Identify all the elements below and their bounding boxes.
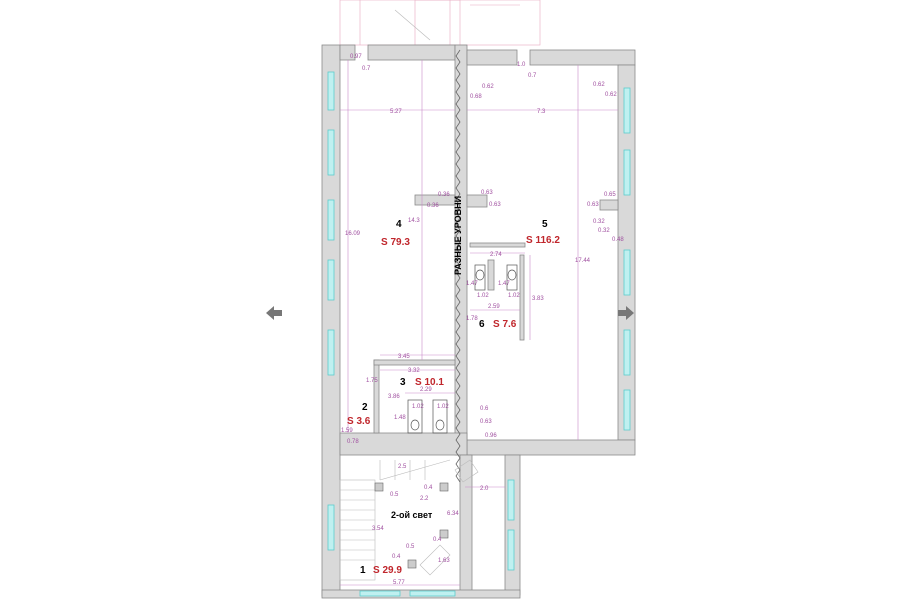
dim-label: 0.5 (390, 492, 399, 498)
dim-label: 0.7 (362, 66, 371, 72)
dim-label: 1.47 (466, 281, 478, 287)
dim-label: 3.83 (532, 296, 544, 302)
dim-label: 2.2 (420, 496, 429, 502)
level-break-line (455, 49, 461, 483)
dim-label: 0.4 (392, 554, 401, 560)
dim-label: 0.48 (612, 237, 624, 243)
room-6-number: 6 (479, 319, 485, 330)
room-2-number: 2 (362, 402, 368, 413)
dim-label: 0.36 (438, 192, 450, 198)
arrow-left-icon (266, 306, 282, 320)
dim-label: 1.02 (508, 293, 520, 299)
dim-label: 7.3 (537, 109, 546, 115)
dim-label: 0.63 (481, 190, 493, 196)
dim-label: 5.77 (393, 580, 405, 586)
dim-label: 1.02 (477, 293, 489, 299)
room-1-number: 1 (360, 565, 366, 576)
dim-label: 0.6 (480, 406, 489, 412)
room-3-number: 3 (400, 377, 406, 388)
dim-label: 0.63 (587, 202, 599, 208)
dim-label: 0.62 (593, 82, 605, 88)
dim-label: 5.27 (390, 109, 402, 115)
dim-label: 0.62 (605, 92, 617, 98)
room-4-number: 4 (396, 219, 402, 230)
dim-label: 2.0 (480, 486, 489, 492)
dim-label: 0.63 (480, 419, 492, 425)
dim-label: 1.75 (366, 378, 378, 384)
dim-label: 0.36 (427, 203, 439, 209)
dimension-labels: 0.97 0.7 1.0 0.7 5.27 7.3 0.62 0.68 0.62… (341, 54, 624, 586)
dim-label: 2.74 (490, 252, 502, 258)
room-6-area: S 7.6 (493, 319, 517, 330)
room-4-area: S 79.3 (381, 237, 410, 248)
dim-label: 1.63 (438, 558, 450, 564)
dim-label: 1.59 (341, 428, 353, 434)
dim-label: 3.32 (408, 368, 420, 374)
dim-label: 0.78 (347, 439, 359, 445)
toilets (407, 264, 518, 434)
dim-label: 2.59 (488, 304, 500, 310)
dim-label: 3.45 (398, 354, 410, 360)
room-5-area: S 116.2 (526, 235, 560, 246)
dim-label: 3.54 (372, 526, 384, 532)
dim-label: 0.32 (598, 228, 610, 234)
dim-label: 0.7 (528, 73, 537, 79)
room-5-number: 5 (542, 219, 548, 230)
dim-label: 1.47 (498, 281, 510, 287)
dim-label: 14.3 (408, 218, 420, 224)
dim-label: 2.29 (420, 387, 432, 393)
stairs (339, 459, 479, 581)
dim-label: 0.62 (482, 84, 494, 90)
dim-label: 0.65 (604, 192, 616, 198)
dimension-lines (340, 60, 618, 586)
dim-label: 0.5 (406, 544, 415, 550)
dim-label: 1.48 (394, 415, 406, 421)
dim-label: 17.44 (575, 258, 591, 264)
dim-label: 0.32 (593, 219, 605, 225)
dim-label: 16.09 (345, 231, 361, 237)
room-2-area: S 3.6 (347, 416, 371, 427)
dim-label: 1.0 (517, 62, 526, 68)
dim-label: 3.86 (388, 394, 400, 400)
dim-label: 0.97 (350, 54, 362, 60)
dim-label: 0.63 (489, 202, 501, 208)
room-3-area: S 10.1 (415, 377, 444, 388)
windows (327, 71, 631, 597)
arrow-right-icon (618, 306, 634, 320)
double-height-label: 2-ой свет (391, 510, 433, 520)
dim-label: 6.34 (447, 511, 459, 517)
dim-label: 1.02 (412, 404, 424, 410)
level-difference-label: РАЗНЫЕ УРОВНИ (453, 196, 463, 275)
top-stairs (339, 0, 541, 46)
dim-label: 1.78 (466, 316, 478, 322)
dim-label: 0.4 (424, 485, 433, 491)
dim-label: 0.4 (433, 537, 442, 543)
dim-label: 0.68 (470, 94, 482, 100)
dim-label: 1.02 (437, 404, 449, 410)
room-1-area: S 29.9 (373, 565, 402, 576)
dim-label: 2.5 (398, 464, 407, 470)
dim-label: 0.96 (485, 433, 497, 439)
